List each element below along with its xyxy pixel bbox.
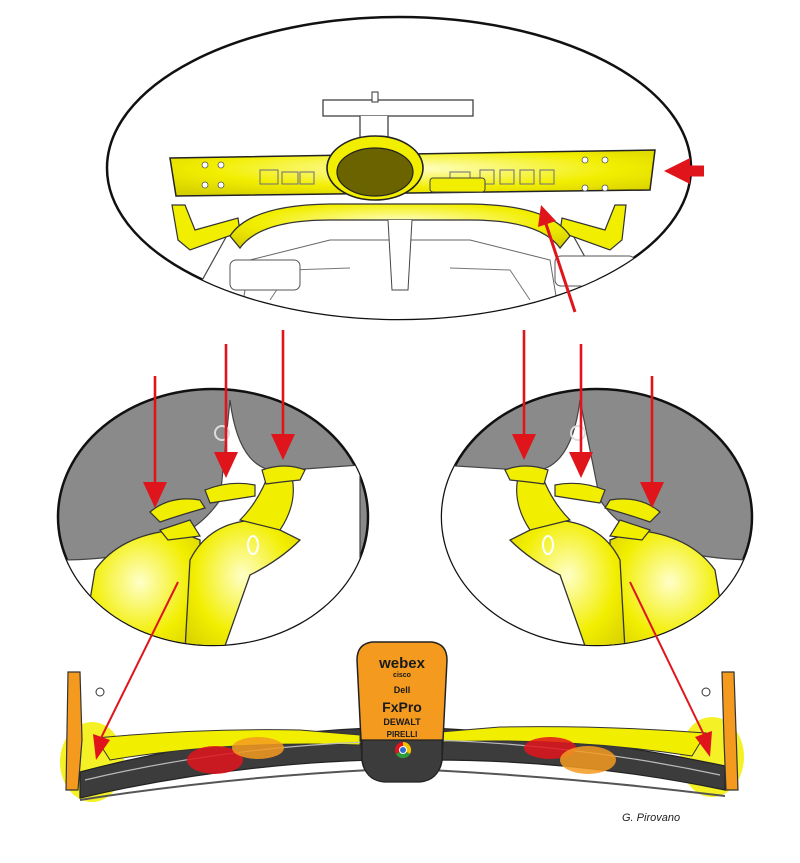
right-endplate xyxy=(721,671,739,791)
halo xyxy=(229,203,571,250)
left-endplate-detail-oval xyxy=(56,330,370,647)
left-endplate xyxy=(65,671,83,791)
chrome-logo-icon xyxy=(395,741,412,759)
artist-credit: G. Pirovano xyxy=(622,812,681,824)
roll-hoop-top xyxy=(322,99,474,117)
sponsor-dewalt: DEWALT xyxy=(383,717,421,727)
left-mirror-support xyxy=(171,204,241,251)
sponsor-cisco: cisco xyxy=(393,672,411,679)
sponsor-fxpro: FxPro xyxy=(382,699,422,715)
rear-wing-detail-oval xyxy=(105,15,704,321)
sponsor-dell: Dell xyxy=(394,685,411,695)
right-mirror-support xyxy=(559,204,627,251)
arrow-underside xyxy=(544,223,577,313)
arrow-to-right-endplate xyxy=(629,581,705,736)
arrow-to-left-endplate xyxy=(100,581,179,739)
right-endplate-detail-oval xyxy=(440,330,754,647)
sponsor-pirelli: PIRELLI xyxy=(387,730,418,739)
sponsor-webex: webex xyxy=(378,655,426,672)
front-wing: webex cisco Dell FxPro DEWALT PIRELLI xyxy=(60,581,744,802)
